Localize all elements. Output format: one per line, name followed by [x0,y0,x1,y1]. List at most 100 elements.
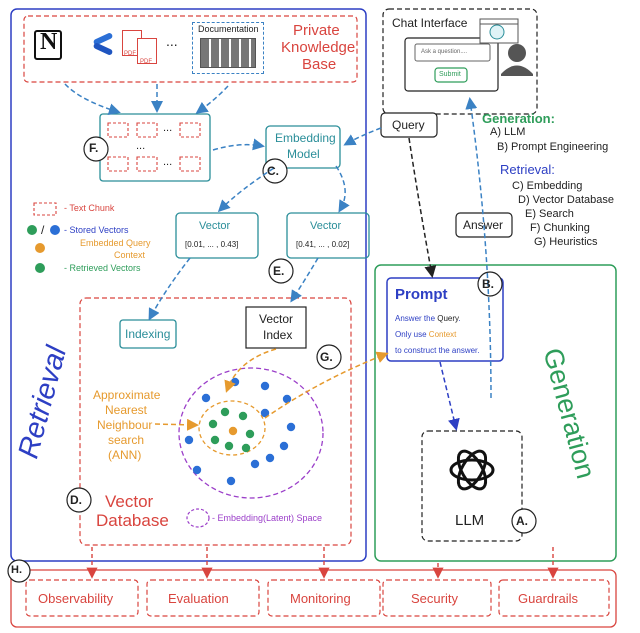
step-label-d: D. [70,493,82,507]
retrieved-vector-dots [208,407,255,453]
ops-evaluation: Evaluation [168,591,229,606]
legend-stored-blue [50,225,60,235]
documentation-icon [192,22,264,74]
pdf-icon-label-2: PDF [140,59,152,65]
legend-stored-green [27,225,37,235]
legend-slash: / [41,223,45,237]
ann-line1: Approximate [93,388,161,402]
answer-box [455,212,513,238]
legend-query-swatch [35,243,45,253]
ops-guardrails: Guardrails [518,591,578,606]
chunks-ellipsis-2: ... [163,156,173,168]
retrieval-item-f: F) Chunking [530,222,590,234]
ops-boxes [25,579,610,617]
generation-heading: Generation: [482,111,555,126]
ann-line4: search [108,433,145,447]
embedding-model-box [265,125,341,169]
prompt-line2-context: Context [428,330,457,339]
legend-stored-vectors: - Stored Vectors [64,225,129,235]
latent-legend-circle [186,508,210,528]
globe-icon [489,24,505,40]
answer-label: Answer [463,218,504,232]
legend-chunk-swatch [33,202,57,216]
legend-query-line2: Context [114,250,146,260]
doc-stack-icon [200,38,256,68]
indexing-label: Indexing [125,327,171,341]
query-vector-dot [228,426,238,436]
vector-left-title: Vector [199,220,231,232]
chunks-ellipsis-3: ... [136,140,146,152]
retrieval-item-g: G) Heuristics [534,236,598,248]
legend-query-line1: Embedded Query [80,238,151,248]
prompt-title: Prompt [395,286,448,303]
retrieved-region [198,400,266,456]
step-label-a: A. [516,514,528,528]
prompt-line1: Answer the Query. [395,314,461,323]
latent-space-label: - Embedding(Latent) Space [212,513,323,523]
retrieval-item-e: E) Search [525,208,574,220]
vector-right-box [286,212,370,259]
generation-item-a: A) LLM [490,126,526,138]
private-kb-box [23,15,358,83]
pdf-icon-label-1: PDF [124,51,136,57]
legend-retrieved-vectors: - Retrieved Vectors [64,263,141,273]
question-input-placeholder: Ask a question.... [421,49,468,55]
ops-observability: Observability [38,591,114,606]
step-label-f: F. [89,141,99,155]
llm-label: LLM [455,512,485,529]
vector-left-values: [0.01, ... , 0.43] [185,240,239,249]
question-input[interactable] [414,43,491,62]
vector-right-values: [0.41, ... , 0.02] [296,240,350,249]
query-box [380,112,438,138]
vector-right-title: Vector [310,220,342,232]
chunks-ellipsis-1: ... [163,122,173,134]
vector-left-box [175,212,259,259]
flow-arrows-orange [154,348,389,431]
step-label-e: E. [273,264,285,278]
prompt-line2-a: Only use [395,330,429,339]
ann-line3: Neighbour [97,418,153,432]
kb-title-line1: Private [293,22,340,39]
stored-vector-dots [184,377,296,486]
prompt-box [386,277,504,362]
step-label-g: G. [320,350,333,364]
retrieval-heading: Retrieval: [500,162,555,177]
prompt-line1-c: . [458,314,461,323]
notion-icon-glyph: N [40,29,58,55]
step-label-h: H. [11,564,22,576]
operations-frame [10,569,617,628]
prompt-to-llm-arrow [439,361,460,431]
indexing-box [119,319,177,349]
documentation-label: Documentation [198,24,259,34]
retrieval-frame [10,8,367,562]
prompt-line1-query: Query [437,314,459,323]
query-to-prompt-arrow [408,137,437,278]
vector-index-line1: Vector [259,312,294,326]
confluence-icon [92,32,114,56]
generation-frame [374,264,617,562]
query-label: Query [392,118,425,132]
kb-title-line2: Knowledge [281,39,356,56]
ops-security: Security [411,591,458,606]
vector-index-line2: Index [263,328,293,342]
step-label-b: B. [482,277,494,291]
chat-interface-box [382,8,538,115]
generation-item-b: B) Prompt Engineering [497,141,609,153]
latent-space-circle [178,367,324,499]
kb-title-line3: Base [302,56,337,73]
ann-line2: Nearest [105,403,148,417]
pdf-file-icon-2 [137,38,157,64]
retrieval-item-d: D) Vector Database [518,194,614,206]
prompt-line3: to construct the answer. [395,346,480,355]
embedding-model-line1: Embedding [275,131,336,145]
user-icon [501,44,533,76]
submit-button[interactable] [434,67,468,83]
prompt-line2: Only use Context [395,330,456,339]
llm-box [421,430,523,542]
step-label-circles [7,136,537,583]
chat-interface-title: Chat Interface [392,16,468,30]
embedding-model-line2: Model [287,147,320,161]
submit-button-label[interactable]: Submit [439,71,461,78]
notion-icon [34,30,62,60]
